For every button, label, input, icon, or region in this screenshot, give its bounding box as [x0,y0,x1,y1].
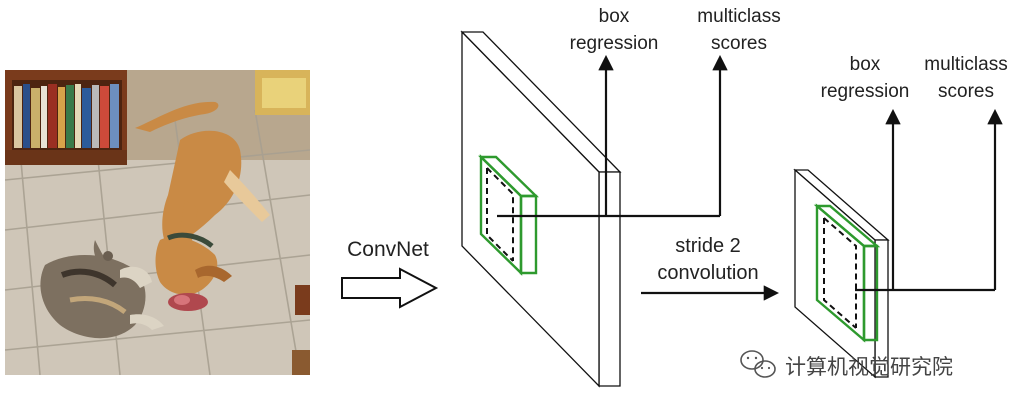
watermark-text: 计算机视觉研究院 [785,355,953,379]
stride-label-line1: stride 2 [675,235,741,257]
stage2-box-label-line2: regression [821,81,910,102]
stage1-scores-label-line1: multiclass [697,6,780,27]
stage2-scores-label-line2: scores [938,81,994,102]
stage2-connections [855,108,1003,292]
stage1-feature-map [460,30,622,388]
stage1-sliding-window [478,154,539,276]
dog [135,101,270,311]
wechat-icon [740,350,776,378]
convnet-hollow-arrow [341,267,439,309]
stage2-scores-label-line1: multiclass [924,54,1007,75]
bookshelf [5,70,127,165]
stage1-box-label-line1: box [599,6,630,27]
cat [40,240,164,339]
stage2-feature-map [793,168,890,379]
stride-label-line2: convolution [657,262,758,284]
convnet-label: ConvNet [347,238,429,261]
stage1-connections [497,54,728,218]
stage1-scores-label-line2: scores [711,33,767,54]
cat-dog-photo [5,70,310,375]
stage1-box-label-line2: regression [570,33,659,54]
stage2-sliding-window [813,203,881,343]
watermark: 计算机视觉研究院 [740,350,953,379]
stage2-box-label-line1: box [850,54,881,75]
